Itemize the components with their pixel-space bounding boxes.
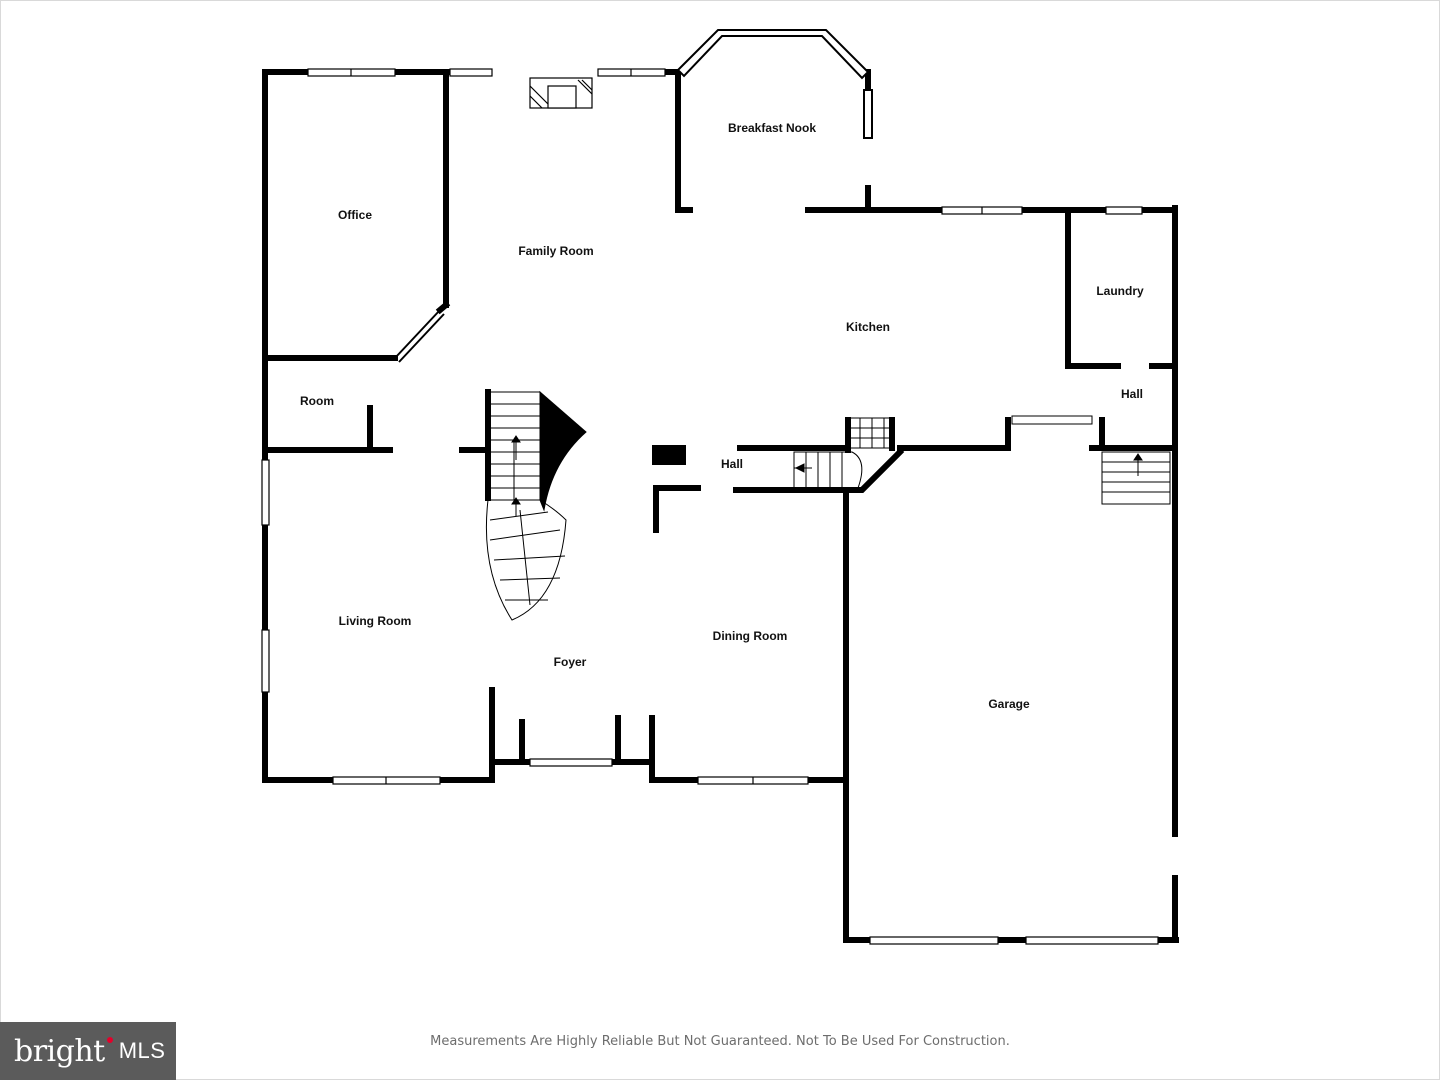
logo-brand: bright: [14, 1033, 105, 1069]
column: [652, 445, 686, 465]
label-dining-room: Dining Room: [713, 629, 788, 643]
label-breakfast-nook: Breakfast Nook: [728, 121, 816, 135]
label-garage: Garage: [988, 697, 1030, 711]
label-hall-center: Hall: [721, 457, 743, 471]
hall-stairs: [793, 417, 893, 489]
breakfast-nook-bay: [676, 29, 873, 139]
label-office: Office: [338, 208, 372, 222]
label-family-room: Family Room: [518, 244, 593, 258]
label-kitchen: Kitchen: [846, 320, 890, 334]
label-room: Room: [300, 394, 334, 408]
bright-mls-logo: bright MLS: [0, 1022, 176, 1080]
office-angled-wall: [394, 309, 445, 363]
construction-disclaimer: Measurements Are Highly Reliable But Not…: [430, 1034, 1010, 1049]
label-living-room: Living Room: [339, 614, 412, 628]
room-labels: Office Family Room Breakfast Nook Kitche…: [300, 121, 1144, 711]
main-staircase: [485, 390, 587, 621]
stair-arrows: [511, 435, 521, 516]
label-foyer: Foyer: [554, 655, 587, 669]
windows: [261, 68, 1159, 945]
logo-accent-icon: [106, 1037, 113, 1043]
garage-stairs: [1101, 451, 1171, 505]
label-hall-right: Hall: [1121, 387, 1143, 401]
logo-suffix: MLS: [118, 1038, 166, 1063]
label-laundry: Laundry: [1096, 284, 1144, 298]
fireplace: [529, 77, 593, 109]
walls: [262, 69, 1179, 943]
hall-builtin: [1011, 415, 1093, 425]
